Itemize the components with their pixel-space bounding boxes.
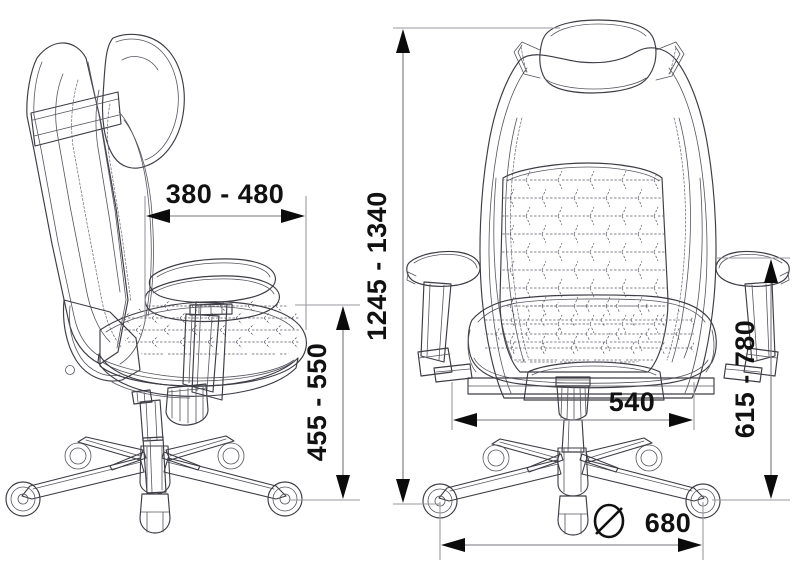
side-tilt-knob — [165, 383, 209, 426]
dimension-total-height: 1245 - 1340 — [362, 27, 560, 505]
front-armrest-right — [715, 250, 790, 383]
dimension-label-base-diameter: 680 — [645, 508, 692, 538]
side-headrest-pillow — [101, 33, 185, 169]
caster-wheel — [482, 444, 510, 472]
side-backrest — [26, 42, 154, 365]
front-seat-base-plate — [467, 377, 715, 395]
side-base-star — [21, 435, 287, 500]
dimension-seat-depth: 380 - 480 — [144, 179, 307, 330]
diameter-symbol — [593, 503, 625, 539]
caster-wheel — [635, 444, 663, 472]
front-backrest — [479, 47, 717, 399]
side-armrest — [144, 258, 280, 401]
arrow-down — [336, 475, 350, 499]
dimension-seat-width: 540 — [451, 382, 695, 430]
side-casters — [5, 442, 303, 534]
side-headrest-strap — [30, 91, 122, 147]
dimension-armrest-height: 615 - 780 — [712, 257, 790, 501]
front-armrest-left — [406, 250, 481, 383]
front-backrest-honeycomb — [500, 170, 668, 361]
front-gas-cylinder — [555, 376, 591, 453]
caster-wheel — [267, 481, 303, 517]
dimension-label-seat-height: 455 - 550 — [302, 343, 332, 462]
side-lumbar-knob — [65, 365, 75, 375]
dimension-label-armrest-height: 615 - 780 — [730, 320, 760, 439]
caster-wheel-front — [139, 493, 171, 534]
dimension-label-seat-depth: 380 - 480 — [166, 179, 285, 209]
caster-wheel — [217, 442, 245, 470]
side-lumbar-support — [62, 299, 141, 382]
caster-wheel — [64, 442, 92, 470]
arrow-up — [764, 259, 778, 283]
dimension-label-total-height: 1245 - 1340 — [362, 191, 392, 341]
arrow-up — [336, 306, 350, 330]
arrow-down — [764, 475, 778, 499]
side-seat-quilting — [120, 299, 300, 355]
front-headrest-straps — [513, 41, 685, 81]
side-gas-cylinder — [139, 399, 167, 494]
arrow-right — [678, 538, 702, 552]
arrow-left — [146, 209, 170, 223]
side-seat-shell — [97, 353, 299, 399]
arrow-right — [669, 413, 693, 427]
arrow-right — [281, 209, 305, 223]
caster-wheel-front — [557, 495, 589, 536]
dimension-base-diameter: 680 — [439, 502, 704, 560]
arrow-left — [453, 413, 477, 427]
front-headrest-pillow — [539, 19, 657, 94]
front-view-chair — [406, 19, 790, 536]
arrow-down — [396, 479, 410, 503]
arrow-up — [396, 29, 410, 53]
arrow-left — [441, 538, 465, 552]
side-seat-pan — [99, 299, 307, 387]
dimension-seat-height: 455 - 550 — [290, 304, 360, 501]
dimension-label-seat-width: 540 — [609, 387, 656, 417]
side-view-chair — [5, 33, 307, 534]
caster-wheel — [5, 481, 41, 517]
front-base-star — [438, 437, 705, 502]
